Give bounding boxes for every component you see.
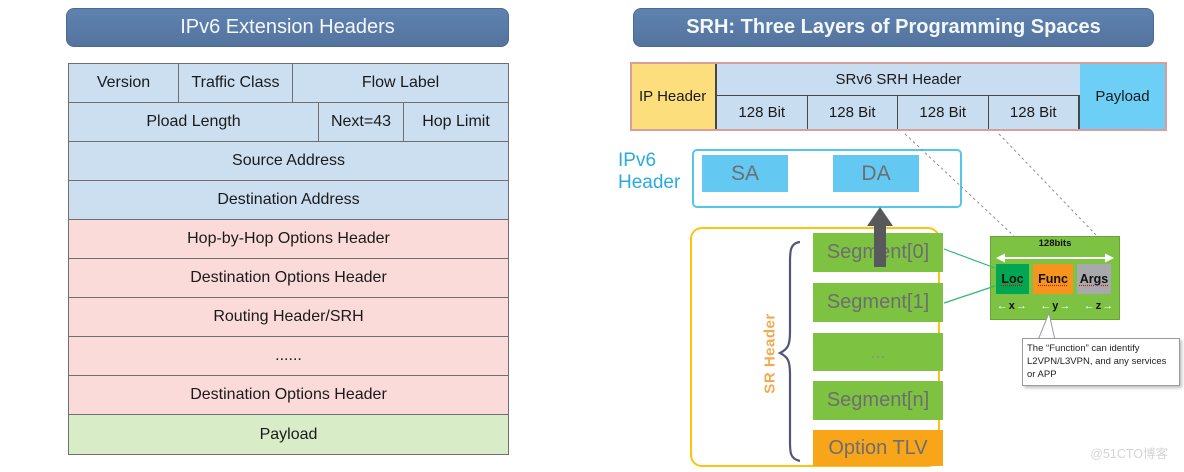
left-arrow-icon: ←	[1083, 300, 1095, 312]
right-arrow-icon: →	[1015, 300, 1027, 312]
packet-srh-region: SRv6 SRH Header 128 Bit 128 Bit 128 Bit …	[717, 64, 1080, 129]
watermark: @51CTO博客	[1090, 447, 1168, 461]
table-row: Destination Options Header	[69, 376, 508, 415]
cell-payload: Payload	[69, 415, 508, 454]
option-tlv-box: Option TLV	[813, 430, 943, 466]
callout-line-2: L2VPN/L3VPN, and any services or APP	[1027, 355, 1167, 380]
cell-routing-header-srh: Routing Header/SRH	[69, 298, 508, 336]
y-span-label: y	[1052, 300, 1059, 312]
loc-field-box: Loc	[996, 264, 1029, 294]
cell-ellipsis: ......	[69, 337, 508, 375]
func-field-box: Func	[1033, 264, 1073, 294]
cell-flow-label: Flow Label	[293, 64, 508, 102]
table-row: Version Traffic Class Flow Label	[69, 64, 508, 103]
table-row: Destination Options Header	[69, 259, 508, 298]
packet-128bit-row: 128 Bit 128 Bit 128 Bit 128 Bit	[717, 96, 1080, 129]
cell-hop-by-hop-options: Hop-by-Hop Options Header	[69, 220, 508, 258]
z-span: ←z→	[1084, 300, 1114, 312]
callout-line-1: The “Function” can identify	[1027, 343, 1140, 354]
segment-connector-line	[943, 248, 996, 269]
source-address-box: SA	[702, 155, 788, 192]
left-panel-title: IPv6 Extension Headers	[66, 8, 509, 47]
right-arrow-icon: →	[1102, 300, 1114, 312]
x-span-label: x	[1008, 300, 1015, 312]
table-row: Pload Length Next=43 Hop Limit	[69, 103, 508, 142]
loc-field-label: Loc	[1001, 272, 1024, 286]
args-field-box: Args	[1077, 264, 1111, 294]
table-row: Payload	[69, 415, 508, 454]
ipv6-extension-headers-table: Version Traffic Class Flow Label Pload L…	[68, 63, 509, 455]
table-row: ......	[69, 337, 508, 376]
packet-128bit-cell: 128 Bit	[898, 96, 989, 129]
left-arrow-icon: ←	[1040, 300, 1052, 312]
segment-n-box: Segment[n]	[813, 381, 943, 420]
ipv6-header-label: IPv6 Header	[618, 150, 681, 194]
bits-detail-title: 128bits	[1038, 238, 1072, 249]
packet-128bit-cell: 128 Bit	[807, 96, 898, 129]
dashed-projection-line	[998, 133, 1098, 237]
table-row: Routing Header/SRH	[69, 298, 508, 337]
y-span: ←y→	[1040, 300, 1070, 312]
cell-version: Version	[69, 64, 179, 102]
x-span: ←x→	[997, 300, 1027, 312]
segment-1-box: Segment[1]	[813, 283, 943, 322]
cell-source-address: Source Address	[69, 142, 508, 180]
cell-next-header: Next=43	[319, 103, 404, 141]
packet-payload-cell: Payload	[1080, 64, 1165, 129]
segment-ellipsis-box: ...	[813, 333, 943, 371]
xyz-span-row: ←x→ ←y→ ←z→	[990, 300, 1120, 312]
table-row: Destination Address	[69, 181, 508, 220]
right-arrow-icon: →	[1059, 300, 1071, 312]
destination-address-box: DA	[833, 155, 919, 192]
right-panel-title-text: SRH: Three Layers of Programming Spaces	[686, 16, 1101, 38]
packet-128bit-cell: 128 Bit	[717, 96, 808, 129]
cell-destination-options-2: Destination Options Header	[69, 376, 508, 414]
cell-destination-options-1: Destination Options Header	[69, 259, 508, 297]
packet-128bit-cell: 128 Bit	[988, 96, 1080, 129]
segment-connector-line	[943, 285, 996, 304]
table-row: Source Address	[69, 142, 508, 181]
packet-srh-title-cell: SRv6 SRH Header	[717, 64, 1080, 96]
left-arrow-icon: ←	[996, 300, 1008, 312]
srv6-packet-strip: IP Header SRv6 SRH Header 128 Bit 128 Bi…	[630, 62, 1167, 131]
z-span-label: z	[1095, 300, 1102, 312]
segment-0-box: Segment[0]	[813, 233, 943, 272]
args-field-label: Args	[1079, 272, 1109, 286]
left-panel-title-text: IPv6 Extension Headers	[180, 16, 395, 38]
packet-ip-header-cell: IP Header	[632, 64, 717, 129]
function-callout: The “Function” can identify L2VPN/L3VPN,…	[1022, 338, 1180, 387]
right-panel-title: SRH: Three Layers of Programming Spaces	[633, 8, 1154, 47]
cell-traffic-class: Traffic Class	[179, 64, 293, 102]
func-field-label: Func	[1038, 272, 1068, 286]
table-row: Hop-by-Hop Options Header	[69, 220, 508, 259]
cell-pload-length: Pload Length	[69, 103, 319, 141]
cell-hop-limit: Hop Limit	[404, 103, 508, 141]
cell-destination-address: Destination Address	[69, 181, 508, 219]
sr-header-vertical-label: SR Header	[761, 313, 779, 394]
